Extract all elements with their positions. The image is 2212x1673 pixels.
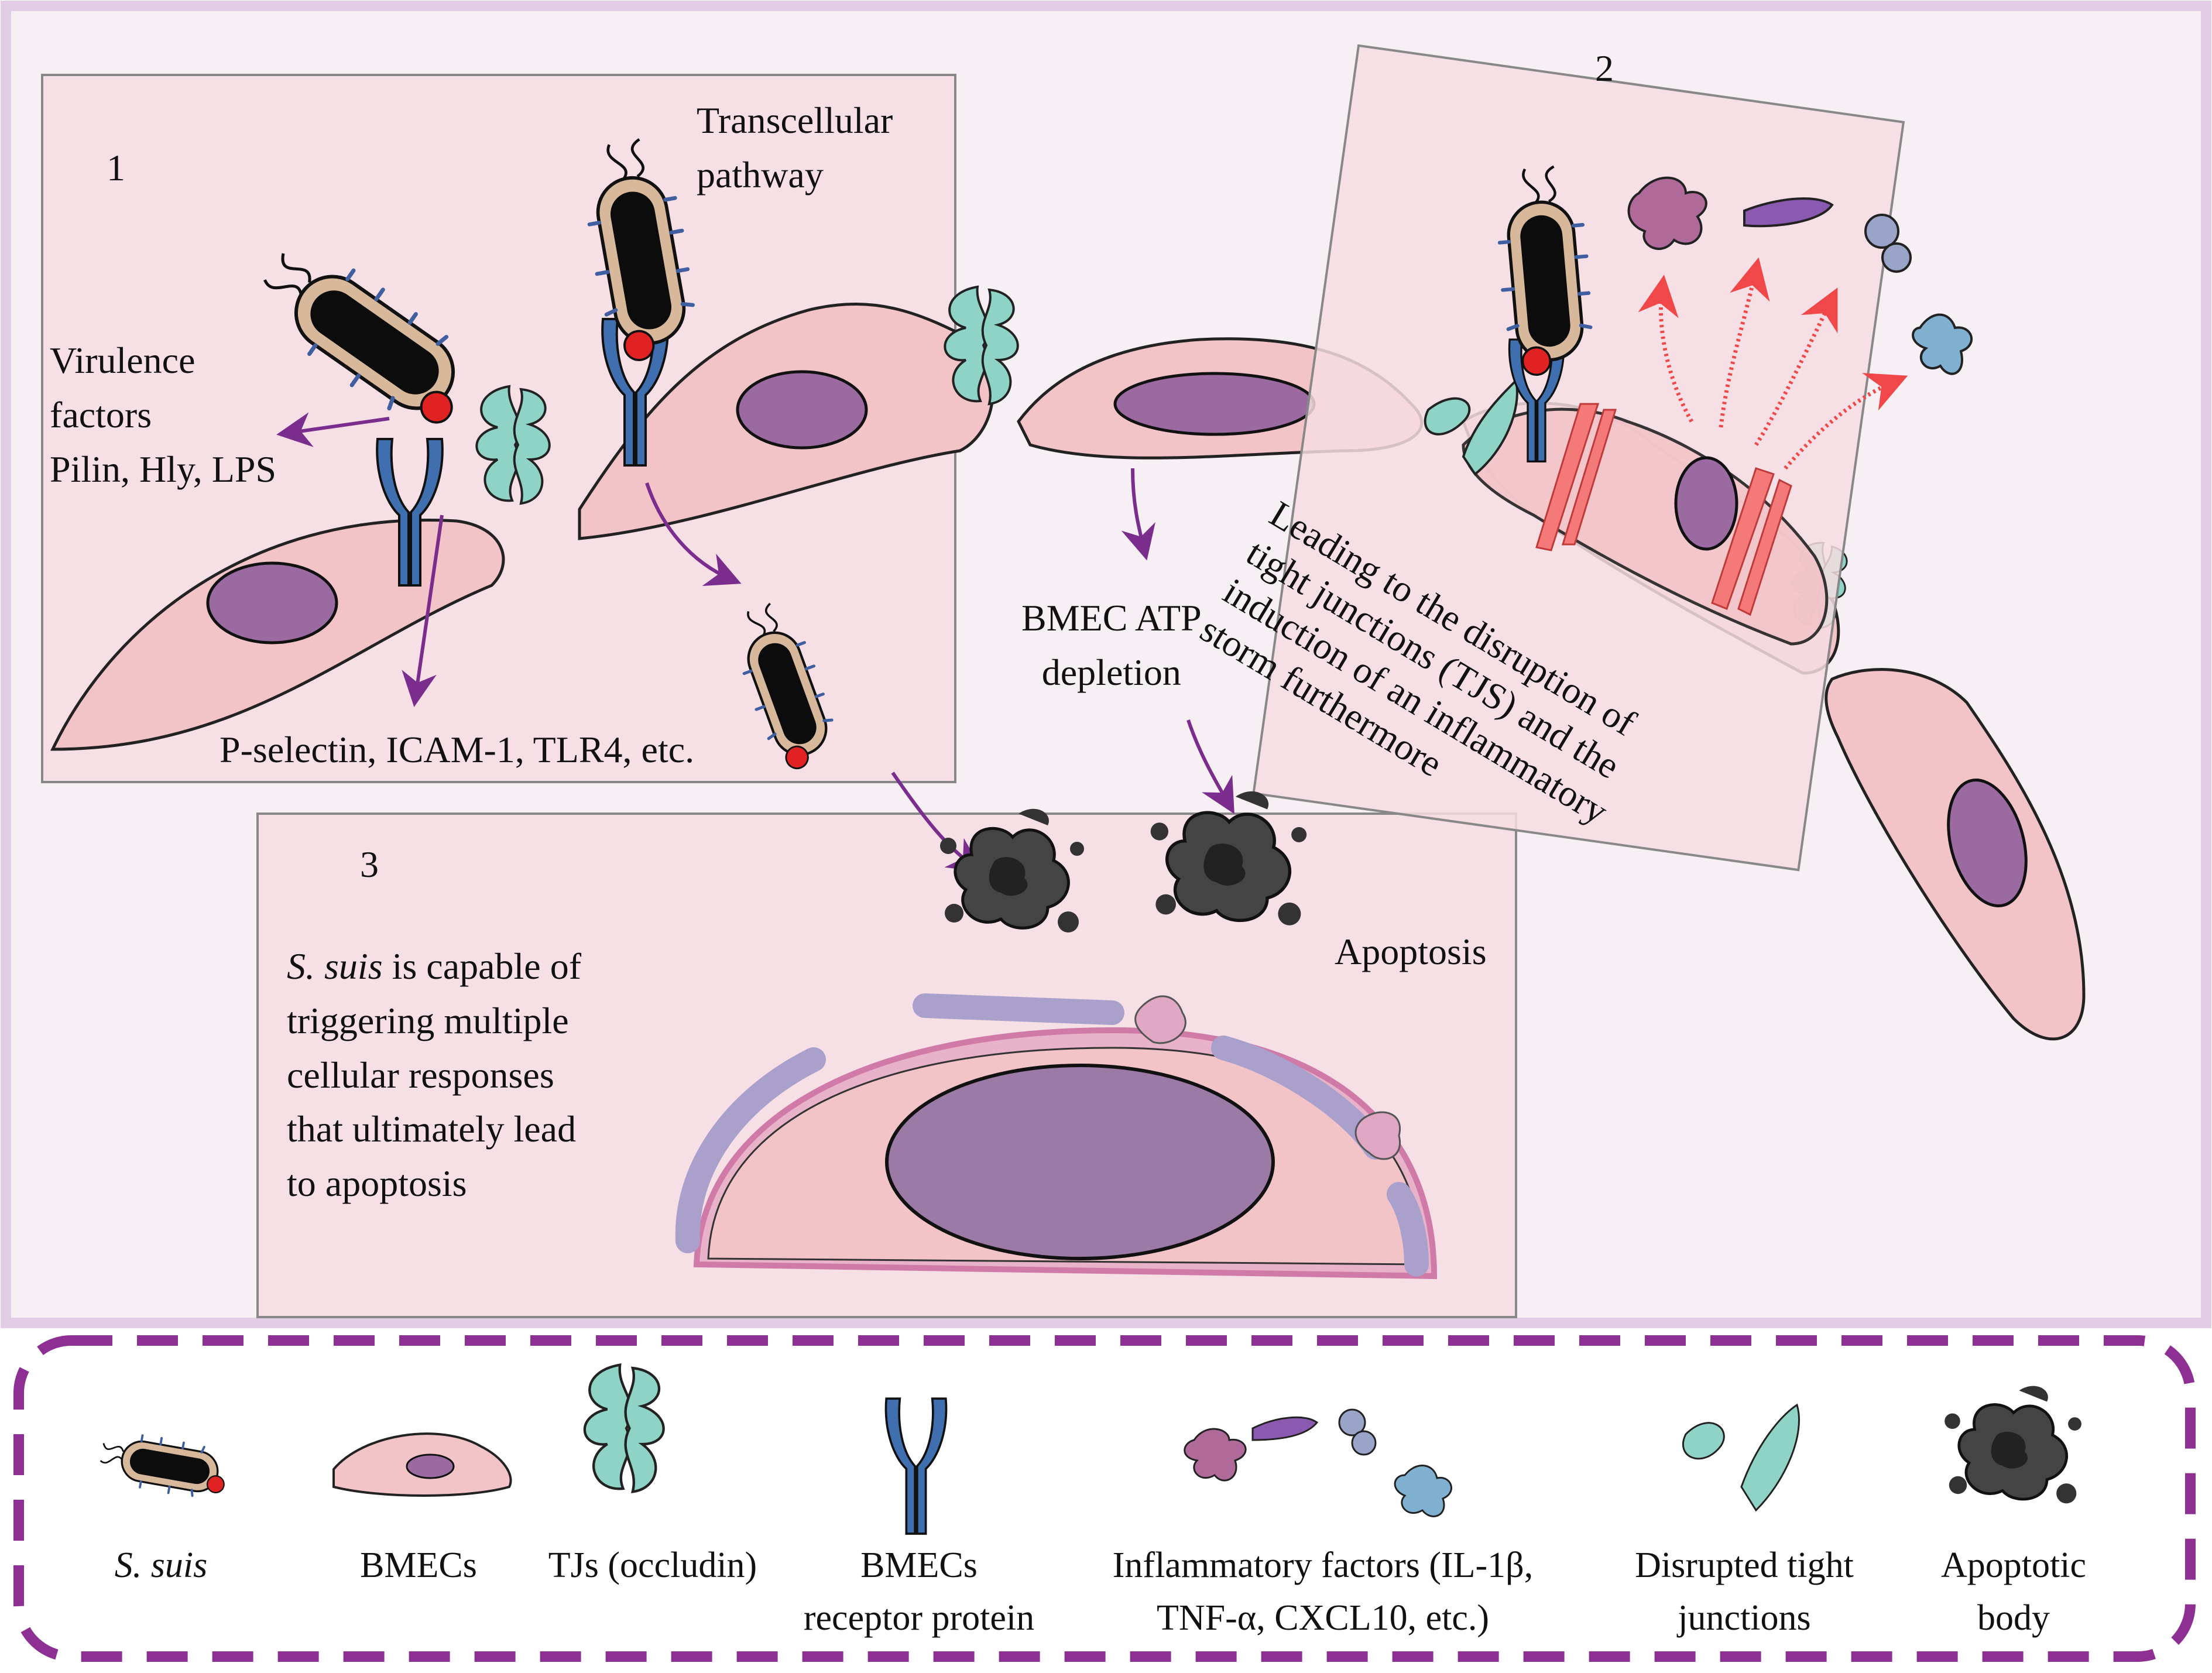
inflammatory-factor bbox=[1627, 176, 1973, 375]
legend-cell-icon bbox=[332, 1432, 512, 1497]
bmec-nucleus bbox=[206, 561, 338, 644]
panel-3-description: S. suis is capable of triggering multipl… bbox=[287, 945, 581, 1205]
bmec-nucleus bbox=[1674, 456, 1738, 551]
receptors-label: P-selectin, ICAM-1, TLR4, etc. bbox=[220, 729, 695, 770]
legend-label-inflammatory: Inflammatory factors (IL-1β, TNF-α, CXCL… bbox=[1112, 1545, 1534, 1638]
panel-3-number: 3 bbox=[360, 844, 379, 885]
bmec-nucleus bbox=[1113, 372, 1316, 436]
legend-cytokines-icon bbox=[1184, 1408, 1452, 1517]
apoptosis-label: Apoptosis bbox=[1335, 931, 1487, 972]
legend-label-apoptotic: Apoptotic body bbox=[1941, 1545, 2086, 1638]
legend-label-tjs: TJs (occludin) bbox=[548, 1545, 757, 1585]
ssuis-italic: S. suis bbox=[287, 945, 383, 987]
pathway-arrows bbox=[276, 412, 1234, 872]
transcellular-label: Transcellular pathway bbox=[697, 100, 893, 196]
atp-depletion-label: BMEC ATP depletion bbox=[1021, 597, 1202, 693]
legend-disrupted-junction-icon bbox=[1682, 1403, 1800, 1512]
legend-label-disrupted: Disrupted tight junctions bbox=[1635, 1545, 1854, 1638]
bmec-nucleus bbox=[1947, 779, 2028, 907]
disrupted-junction bbox=[1535, 403, 1792, 616]
virulence-factors-label: Virulence factors Pilin, Hly, LPS bbox=[50, 340, 277, 490]
bmec-nucleus bbox=[736, 370, 868, 450]
apoptotic-nucleus bbox=[885, 1064, 1275, 1260]
panel-1-number: 1 bbox=[107, 147, 125, 188]
apoptotic-cell bbox=[675, 993, 1438, 1280]
legend-frame bbox=[13, 1335, 2196, 1662]
cytokine-release-arrows bbox=[1638, 257, 1908, 470]
disrupted-tj-fragment bbox=[1424, 397, 1471, 436]
legend-label-receptor: BMECs receptor protein bbox=[803, 1545, 1035, 1638]
legend-label-bmecs: BMECs bbox=[360, 1545, 477, 1585]
panel-2-number: 2 bbox=[1595, 47, 1614, 89]
legend-label-ssuis: S. suis bbox=[114, 1545, 208, 1585]
